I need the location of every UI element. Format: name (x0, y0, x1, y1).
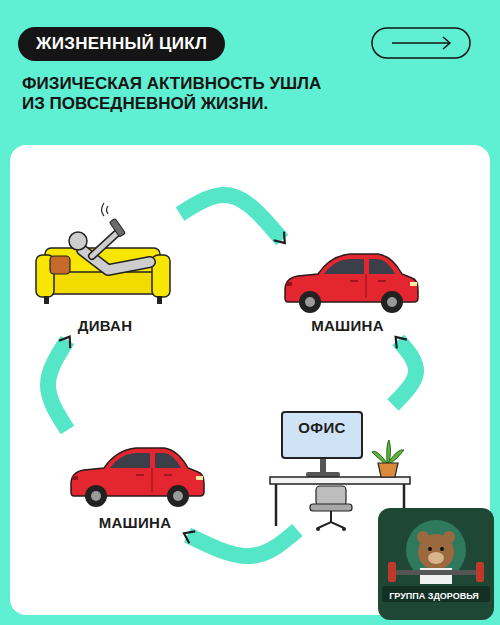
cycle-arrow (180, 195, 282, 240)
car-figure (71, 448, 204, 507)
sofa-node: ДИВАН (30, 200, 180, 340)
sofa-figure (36, 203, 170, 304)
cycle-arrow (393, 340, 416, 405)
card (10, 145, 490, 615)
node-label: ОФИС (282, 419, 362, 436)
logo-text: ГРУППА ЗДОРОВЬЯ (378, 591, 490, 601)
more-button (372, 28, 470, 58)
car-node: МАШИНА (60, 430, 210, 535)
subtitle: ФИЗИЧЕСКАЯ АКТИВНОСТЬ УШЛА ИЗ ПОВСЕДНЕВН… (22, 74, 352, 115)
car-node: МАШИНА (275, 240, 420, 340)
office-node: ОФИС (268, 405, 415, 530)
logo-badge (378, 508, 494, 620)
title-pill: ЖИЗНЕННЫЙ ЦИКЛ (18, 27, 225, 61)
node-label: ДИВАН (78, 317, 133, 334)
car-figure (285, 254, 418, 313)
node-label: МАШИНА (311, 317, 384, 334)
cycle-arrow (48, 340, 68, 430)
node-label: МАШИНА (99, 514, 172, 531)
cycle-arrow (188, 530, 298, 556)
